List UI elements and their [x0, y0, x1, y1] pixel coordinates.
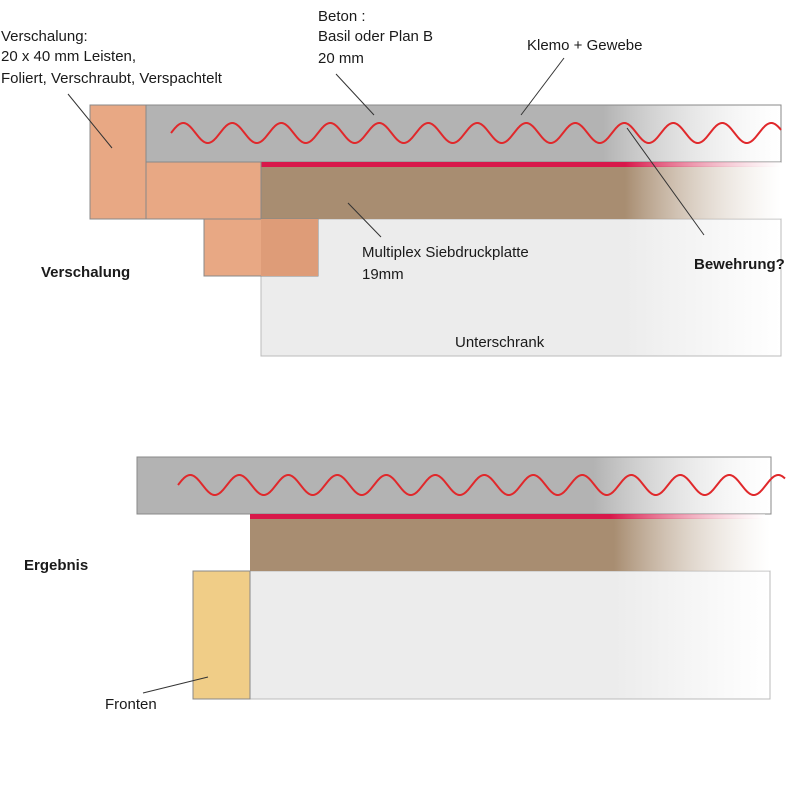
beton-note: Beton : Basil oder Plan B 20 mm: [318, 8, 437, 67]
verschalung-heading: Verschalung: [41, 264, 130, 281]
reinforcement-mesh-top: [170, 122, 782, 144]
multiplex-note: Multiplex Siebdruckplatte 19mm: [362, 244, 533, 283]
front-panel: [192, 570, 251, 700]
leader-multiplex: [347, 202, 382, 238]
formwork-strip-vertical: [89, 104, 147, 220]
bewehrung-note: Bewehrung?: [694, 256, 785, 273]
cabinet-bottom: [249, 570, 771, 700]
verschalung-note: Verschalung: 20 x 40 mm Leisten, Foliert…: [1, 28, 223, 87]
unterschrank-label: Unterschrank: [455, 334, 545, 351]
leader-bewehrung: [626, 127, 705, 236]
membrane-top: [261, 162, 781, 167]
leader-klemo: [520, 57, 565, 116]
concrete-layer-bottom: [136, 456, 772, 515]
formwork-strip-horizontal: [145, 161, 262, 220]
formwork-overlap: [261, 219, 318, 276]
plywood-layer-bottom: [250, 518, 770, 571]
plywood-layer-top: [261, 166, 781, 219]
fronten-label: Fronten: [105, 696, 157, 713]
ergebnis-heading: Ergebnis: [24, 557, 88, 574]
leader-verschalung: [67, 93, 113, 149]
reinforcement-mesh-bottom: [177, 474, 786, 496]
klemo-note: Klemo + Gewebe: [527, 37, 642, 54]
cabinet-top: [260, 218, 782, 357]
leader-fronten: [142, 676, 209, 694]
leader-beton: [335, 73, 375, 116]
membrane-bottom: [250, 514, 765, 519]
